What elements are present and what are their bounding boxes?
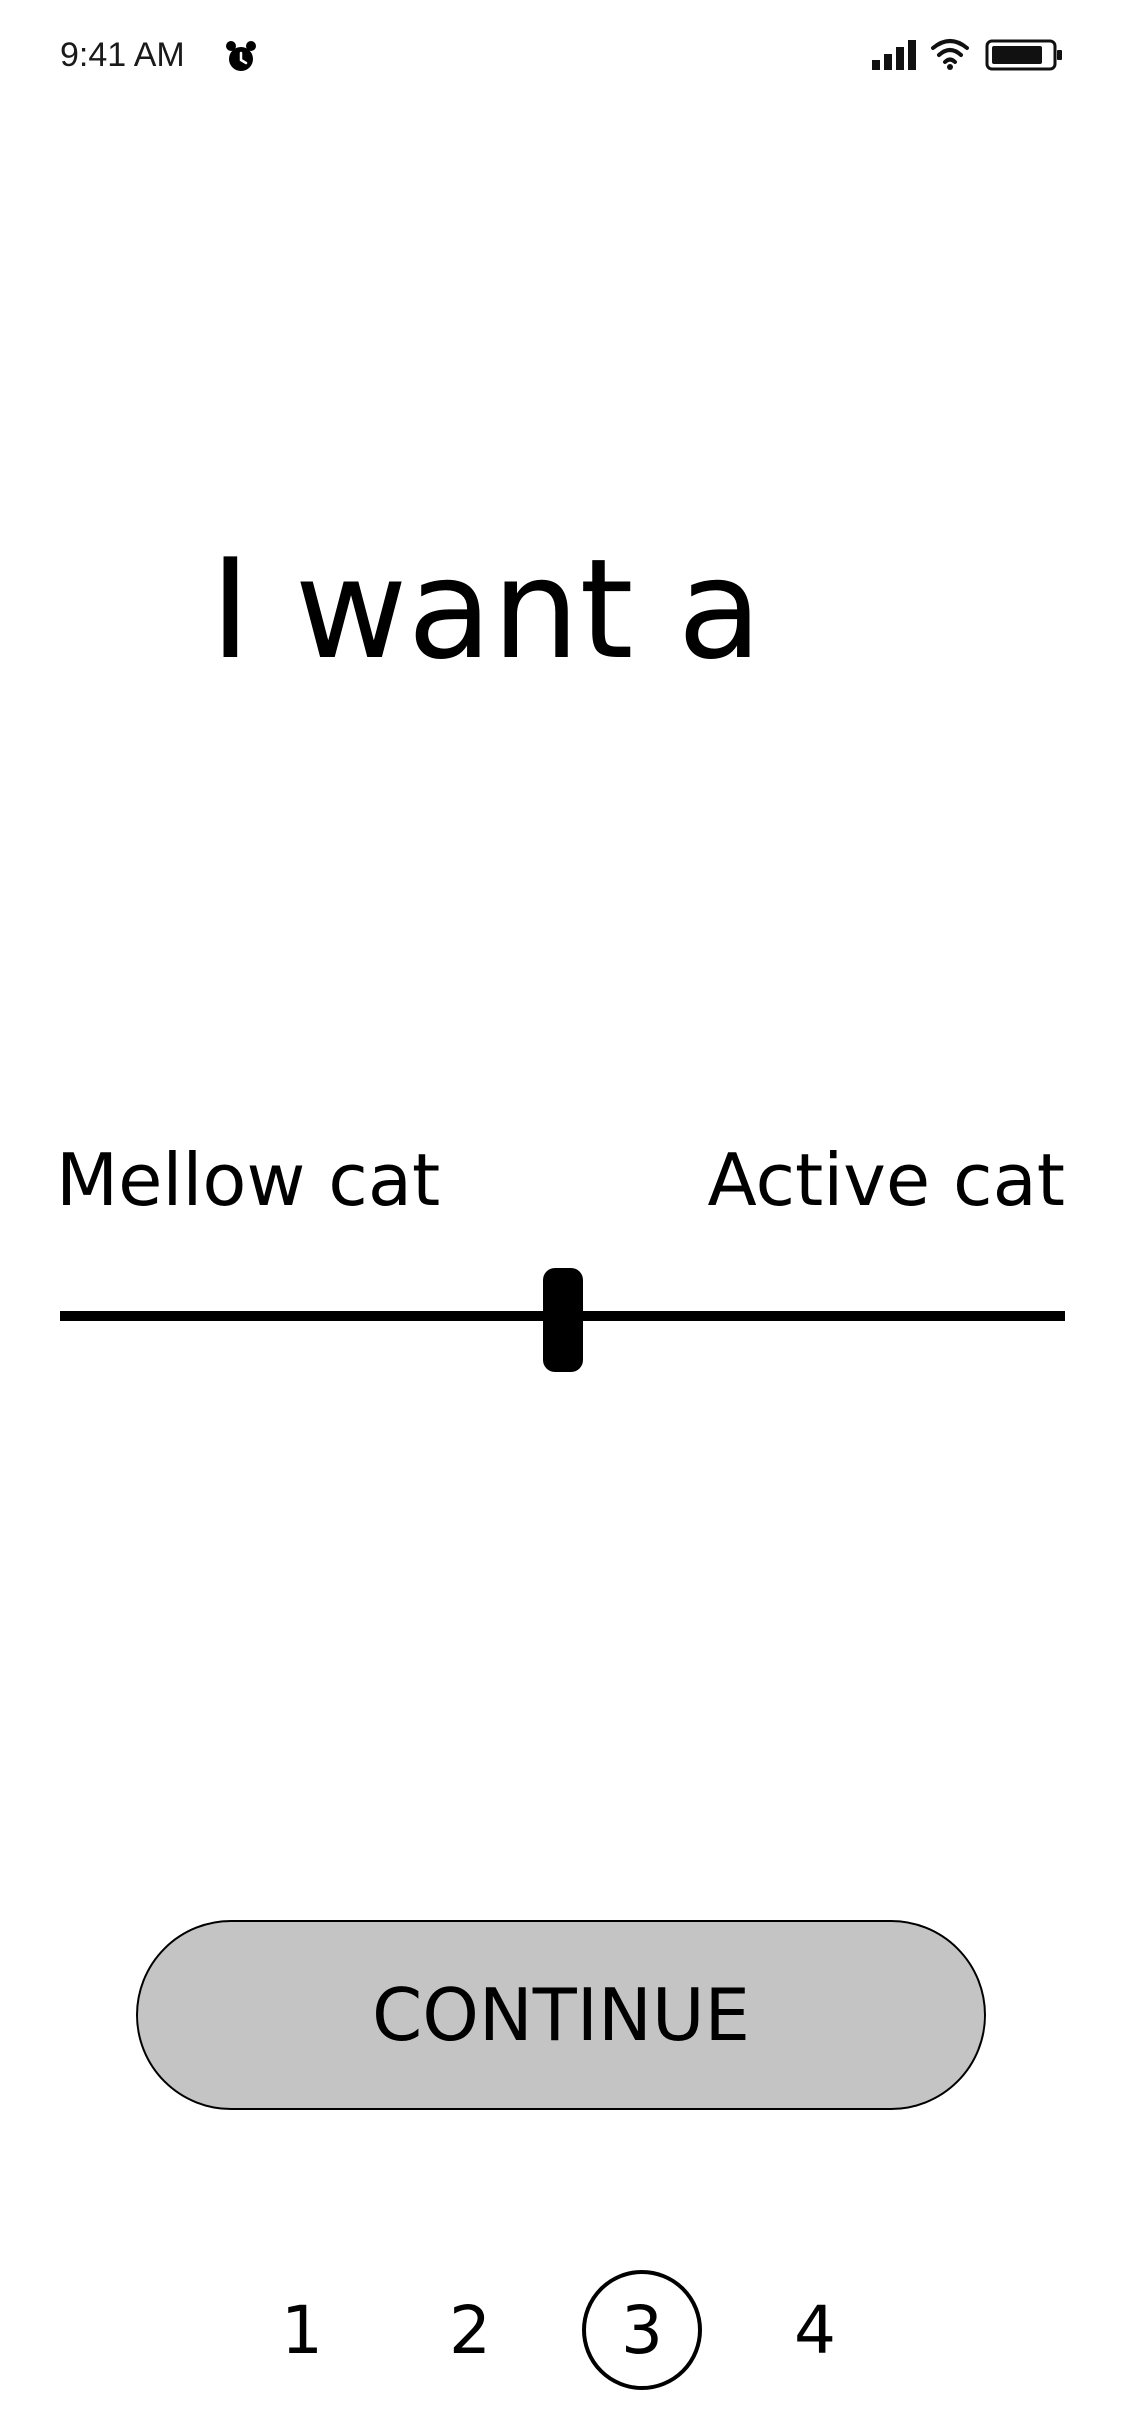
page-1-indicator[interactable]: 1	[281, 2291, 323, 2369]
signal-icon	[872, 40, 916, 70]
page-3-indicator[interactable]: 3	[582, 2270, 702, 2390]
slider-label-active: Active cat	[707, 1138, 1065, 1222]
status-time: 9:41 AM	[60, 36, 185, 74]
activity-slider[interactable]	[60, 1260, 1065, 1372]
slider-label-mellow: Mellow cat	[56, 1138, 441, 1222]
status-bar: 9:41 AM	[0, 0, 1125, 110]
continue-button[interactable]: CONTINUE	[136, 1920, 986, 2110]
wifi-icon	[931, 39, 969, 70]
page-indicator: 1 2 3 4	[0, 2270, 1125, 2400]
page-2-indicator[interactable]: 2	[449, 2291, 491, 2369]
page-4-indicator[interactable]: 4	[794, 2291, 836, 2369]
slider-thumb[interactable]	[542, 1268, 583, 1372]
page-title: I want a	[210, 529, 762, 690]
alarm-icon	[226, 41, 256, 71]
battery-icon	[985, 39, 1062, 71]
